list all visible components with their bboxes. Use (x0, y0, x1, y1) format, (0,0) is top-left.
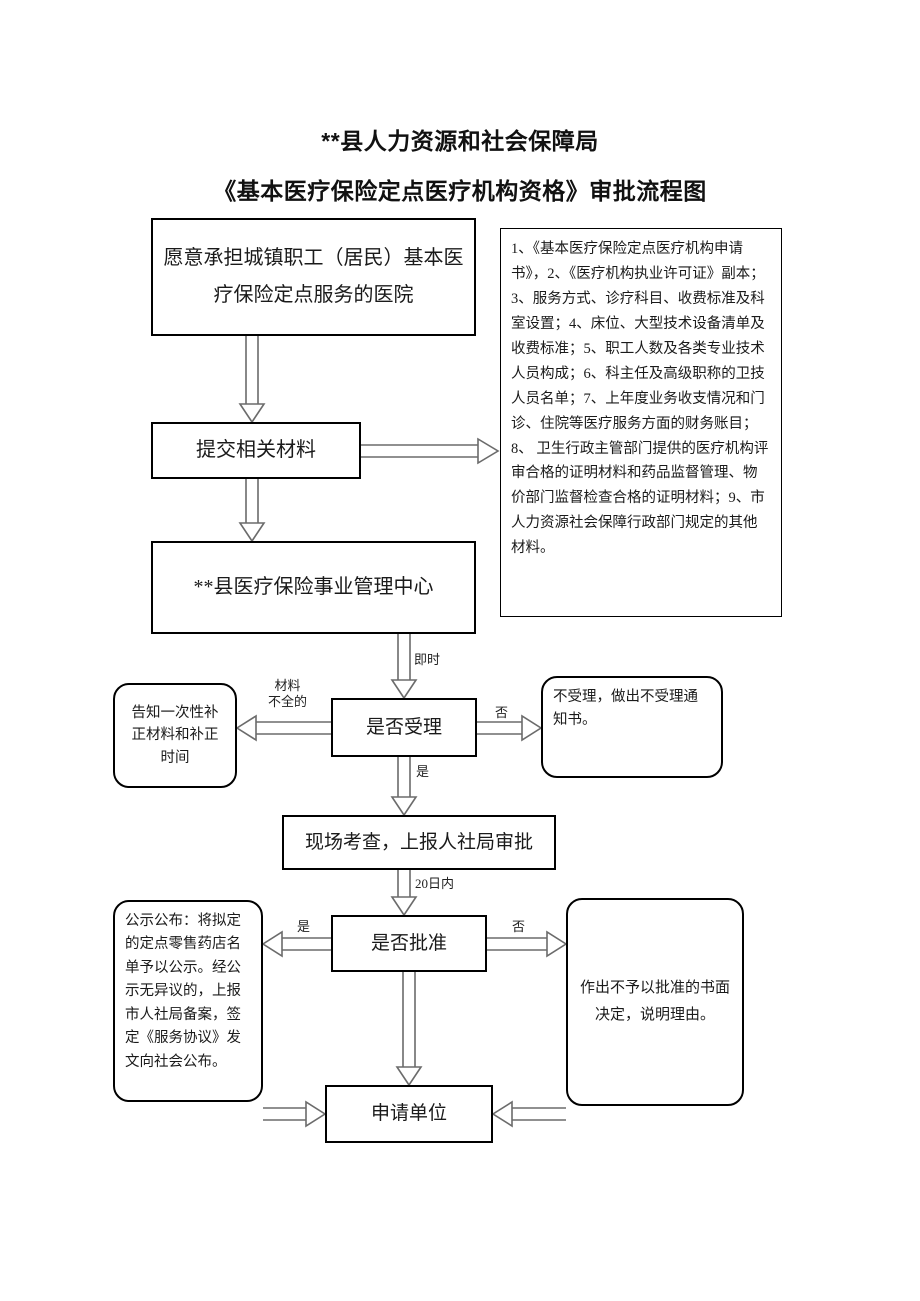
edge-label-approve-yes: 是 (297, 919, 311, 934)
edge-label-materials-incomplete-line2: 不全的 (268, 694, 308, 710)
edge-label-accept-yes: 是 (416, 764, 430, 779)
node-medical-insurance-center-label: **县医疗保险事业管理中心 (193, 576, 434, 598)
node-hospital[interactable]: 愿意承担城镇职工（居民）基本医疗保险定点服务的医院 (151, 218, 476, 336)
node-reject-acceptance-label: 不受理，做出不受理通知书。 (553, 689, 698, 729)
node-reject-acceptance[interactable]: 不受理，做出不受理通知书。 (541, 676, 723, 778)
node-notify-correction[interactable]: 告知一次性补正材料和补正时间 (113, 683, 237, 788)
node-submit-materials[interactable]: 提交相关材料 (151, 422, 361, 479)
edge-label-accept-no: 否 (495, 705, 509, 720)
node-applicant-unit[interactable]: 申请单位 (325, 1085, 493, 1143)
page-title-line-1: **县人力资源和社会保障局 (321, 128, 599, 154)
node-required-materials-list[interactable]: 1、《基本医疗保险定点医疗机构申请书》，2、《医疗机构执业许可证》副本；3、服务… (500, 228, 782, 617)
edge-label-within-20-days: 20日内 (415, 876, 455, 891)
node-notify-correction-label: 告知一次性补正材料和补正时间 (131, 704, 219, 766)
edge-label-materials-incomplete: 材料 不全的 (268, 678, 307, 711)
edge-label-approve-no: 否 (512, 919, 526, 934)
edge-label-immediate: 即时 (414, 652, 441, 667)
node-decision-accept-label: 是否受理 (365, 716, 442, 738)
node-public-announcement-label: 公示公布：将拟定的定点零售药店名单予以公示。经公示无异议的，上报市人社局备案，签… (125, 913, 241, 1070)
node-reject-approval-label: 作出不予以批准的书面决定，说明理由。 (579, 980, 730, 1023)
node-reject-approval[interactable]: 作出不予以批准的书面决定，说明理由。 (566, 898, 744, 1106)
page-title-line-2: 《基本医疗保险定点医疗机构资格》审批流程图 (213, 178, 707, 204)
node-decision-accept[interactable]: 是否受理 (331, 698, 477, 757)
node-hospital-label: 愿意承担城镇职工（居民）基本医疗保险定点服务的医院 (163, 247, 464, 306)
node-required-materials-list-label: 1、《基本医疗保险定点医疗机构申请书》，2、《医疗机构执业许可证》副本；3、服务… (511, 241, 769, 557)
node-submit-materials-label: 提交相关材料 (196, 439, 316, 461)
node-onsite-inspection[interactable]: 现场考查，上报人社局审批 (282, 815, 556, 870)
node-public-announcement[interactable]: 公示公布：将拟定的定点零售药店名单予以公示。经公示无异议的，上报市人社局备案，签… (113, 900, 263, 1102)
node-decision-approve-label: 是否批准 (370, 932, 447, 954)
edge-label-materials-incomplete-line1: 材料 (274, 678, 301, 693)
node-decision-approve[interactable]: 是否批准 (331, 915, 487, 972)
node-medical-insurance-center[interactable]: **县医疗保险事业管理中心 (151, 541, 476, 634)
node-applicant-unit-label: 申请单位 (370, 1103, 447, 1125)
node-onsite-inspection-label: 现场考查，上报人社局审批 (304, 831, 533, 853)
